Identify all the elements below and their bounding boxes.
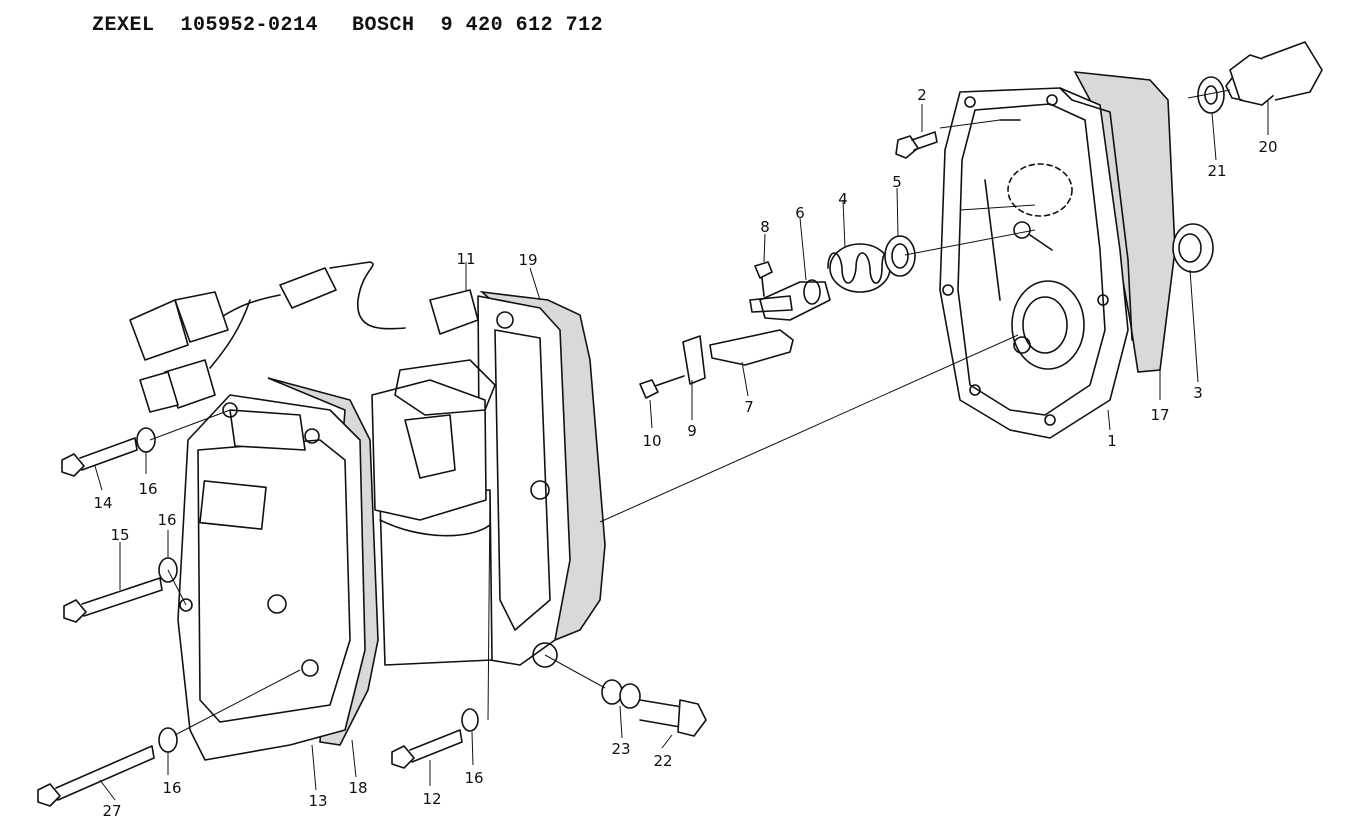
- callout-22: 22: [653, 752, 672, 770]
- callout-12: 12: [422, 790, 441, 808]
- long-bolt-part: [61, 437, 138, 477]
- callout-16-bottom-right: 16: [464, 769, 483, 787]
- wiring-harness-part: [129, 261, 406, 413]
- screw-plug-part: [1225, 41, 1323, 106]
- callout-17: 17: [1150, 406, 1169, 424]
- callout-1: 1: [1107, 432, 1117, 450]
- small-bolt-part: [639, 375, 685, 399]
- callout-9: 9: [687, 422, 697, 440]
- callout-6: 6: [795, 204, 805, 222]
- bolt-part: [391, 729, 463, 769]
- cover-part: [177, 377, 379, 761]
- callout-16-mid: 16: [157, 511, 176, 529]
- callout-14: 14: [93, 494, 112, 512]
- gasket-washer-part: [601, 679, 641, 709]
- washer-part: [158, 727, 178, 753]
- callout-5: 5: [892, 173, 902, 191]
- oil-seal-part: [1172, 223, 1214, 273]
- small-screw-part: [754, 261, 773, 297]
- callout-18: 18: [348, 779, 367, 797]
- banjo-bolt-part: [639, 699, 707, 737]
- long-bolt-part: [37, 745, 155, 807]
- callout-16-top: 16: [138, 480, 157, 498]
- diagram-header: ZEXEL 105952-0214 BOSCH 9 420 612 712: [92, 14, 603, 37]
- callout-23: 23: [611, 740, 630, 758]
- assembly-lines: [149, 89, 1231, 736]
- callout-10: 10: [642, 432, 661, 450]
- brand-zexel: ZEXEL: [92, 14, 155, 37]
- retaining-ring-part: [884, 235, 916, 277]
- long-bolt-part: [63, 577, 163, 623]
- washer-part: [461, 708, 479, 732]
- callout-21: 21: [1207, 162, 1226, 180]
- callout-3: 3: [1193, 384, 1203, 402]
- brand-bosch: BOSCH: [352, 14, 415, 37]
- callout-27: 27: [102, 802, 121, 820]
- callout-2: 2: [917, 86, 927, 104]
- callout-leaders: [94, 100, 1269, 801]
- callout-19: 19: [518, 251, 537, 269]
- bosch-part-number: 9 420 612 712: [440, 14, 604, 37]
- bracket-plate-part: [682, 335, 706, 385]
- callout-15: 15: [110, 526, 129, 544]
- callout-13: 13: [308, 792, 327, 810]
- callout-8: 8: [760, 218, 770, 236]
- shaft-part: [759, 279, 831, 321]
- solenoid-assembly-part: [371, 289, 606, 668]
- callout-16-bottom-left: 16: [162, 779, 181, 797]
- washer-part: [136, 427, 156, 453]
- callout-labels: 1 2 3 4 5 6 7 8 9 10 11 12 13 14 15 16 1…: [93, 86, 1277, 820]
- callout-11: 11: [456, 250, 475, 268]
- housing-part: [939, 71, 1176, 439]
- bracket-part: [709, 295, 794, 366]
- spring-part: [827, 243, 891, 293]
- zexel-part-number: 105952-0214: [180, 14, 319, 37]
- callout-4: 4: [838, 190, 848, 208]
- callout-20: 20: [1258, 138, 1277, 156]
- bolt-part: [895, 131, 938, 159]
- callout-7: 7: [744, 398, 754, 416]
